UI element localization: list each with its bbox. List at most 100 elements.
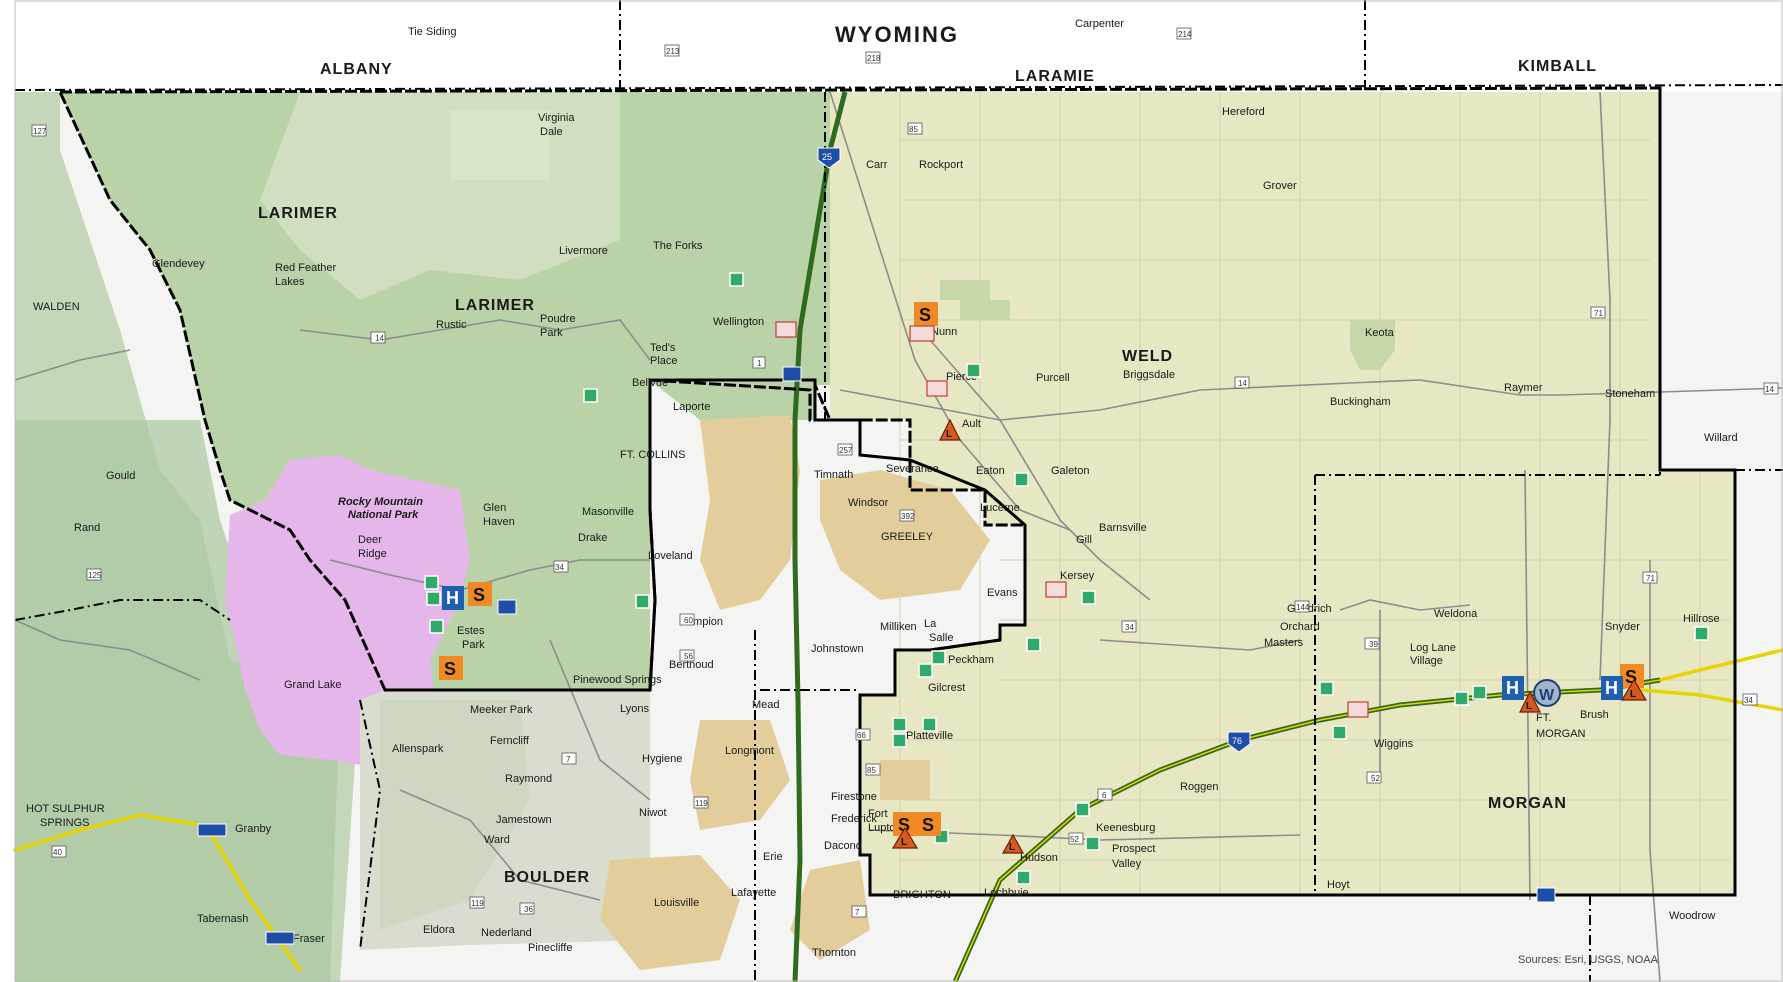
svg-text:L: L [901,837,907,848]
rest-area-icon [931,650,946,665]
map-frame [14,0,1783,982]
place-label: Dacono [824,840,862,852]
svg-text:214: 214 [1178,30,1192,39]
highways [14,91,1783,982]
info-markers[interactable] [197,366,1556,945]
park-label-line2: National Park [348,509,419,521]
svg-text:125: 125 [88,571,102,580]
rest-area-icon [1454,691,1469,706]
svg-text:119: 119 [471,899,484,908]
svg-text:H: H [1506,678,1519,698]
svg-text:L: L [1009,842,1015,853]
county-label-larimer-2: LARIMER [455,297,535,314]
place-label: Lakes [275,276,305,288]
place-label: WALDEN [33,301,80,313]
hospital-markers[interactable]: H H H [442,586,1623,700]
svg-text:S: S [444,659,456,679]
place-label: Carpenter [1075,18,1124,30]
place-label: Wellington [713,316,764,328]
warning-markers[interactable]: L L L L L [891,418,1648,854]
place-label: Pinewood Springs [573,674,662,686]
rest-area-icon [892,717,907,732]
place-label: Masonville [582,506,634,518]
place-label: Fraser [293,933,325,945]
rest-area-icon [966,363,981,378]
place-label: Roggen [1180,781,1219,793]
rest-area-icon [922,717,937,732]
rest-area-icon [1694,626,1709,641]
roadwork-icon [775,321,797,338]
weld-boundary [675,88,1737,897]
rest-area-icon [1085,836,1100,851]
place-label: Thornton [812,947,856,959]
place-label: Hillrose [1683,613,1720,625]
place-label: Red Feather [275,262,336,274]
left-margin [0,0,15,982]
svg-text:34: 34 [1125,623,1134,632]
rest-area-icon [426,591,441,606]
county-label-kimball: KIMBALL [1518,58,1597,75]
place-label: Dale [540,126,563,138]
place-label: Grover [1263,180,1297,192]
place-label: Niwot [639,807,667,819]
rest-area-icon [635,594,650,609]
place-label: Log Lane [1410,642,1456,654]
svg-text:144: 144 [1296,603,1310,612]
place-label: Mead [752,699,780,711]
svg-text:85: 85 [867,766,876,775]
place-label: Bellvue [632,377,668,389]
rest-area-markers[interactable] [424,272,1709,885]
place-label: Tie Siding [408,26,457,38]
svg-text:W: W [1539,687,1555,704]
place-label: HOT SULPHUR [26,803,105,815]
place-label: Lochbuie [984,887,1029,899]
svg-text:52: 52 [1371,774,1380,783]
roadwork-markers[interactable] [775,321,1369,718]
svg-text:25: 25 [822,152,832,162]
larimer-boundary [385,378,675,692]
place-label: Woodrow [1669,910,1715,922]
pawnee-grassland-2 [1350,320,1395,370]
place-label: Place [650,355,678,367]
place-label: Briggsdale [1123,369,1175,381]
place-label: Eldora [423,924,456,936]
place-label: Lucerne [980,502,1020,514]
place-label: Ault [962,418,981,430]
service-icon: S [914,302,938,326]
place-label: Weldona [1434,608,1478,620]
rest-area-icon [1081,590,1096,605]
place-label: Stoneham [1605,388,1655,400]
svg-text:218: 218 [867,54,881,63]
place-label: Gould [106,470,135,482]
place-label: Keenesburg [1096,822,1155,834]
svg-text:1: 1 [757,359,762,368]
rest-area-icon [1026,637,1041,652]
svg-text:76: 76 [1232,736,1242,746]
svg-text:7: 7 [566,755,571,764]
place-label: Jamestown [496,814,552,826]
svg-text:6: 6 [1102,791,1107,800]
svg-text:H: H [1605,678,1618,698]
place-label: Buckingham [1330,396,1391,408]
place-label: Galeton [1051,465,1090,477]
roadwork-icon [1045,581,1067,598]
svg-text:85: 85 [909,125,918,134]
place-label: SPRINGS [40,817,90,829]
rest-area-icon [429,619,444,634]
rest-area-icon [424,575,439,590]
place-label: Masters [1264,637,1304,649]
place-label: Raymer [1504,382,1543,394]
place-label: Glen [483,502,506,514]
county-label-weld: WELD [1122,348,1173,365]
rest-area-icon [1319,681,1334,696]
svg-text:L: L [1630,689,1636,700]
place-label: Frederick [831,813,877,825]
hospital-icon: H [1601,676,1623,700]
info-icon [1536,887,1556,903]
info-icon [197,823,227,837]
place-label: Tabernash [197,913,248,925]
place-label: Grand Lake [284,679,341,691]
weigh-station-icon[interactable]: W [1533,679,1561,707]
place-label: Loveland [648,550,693,562]
